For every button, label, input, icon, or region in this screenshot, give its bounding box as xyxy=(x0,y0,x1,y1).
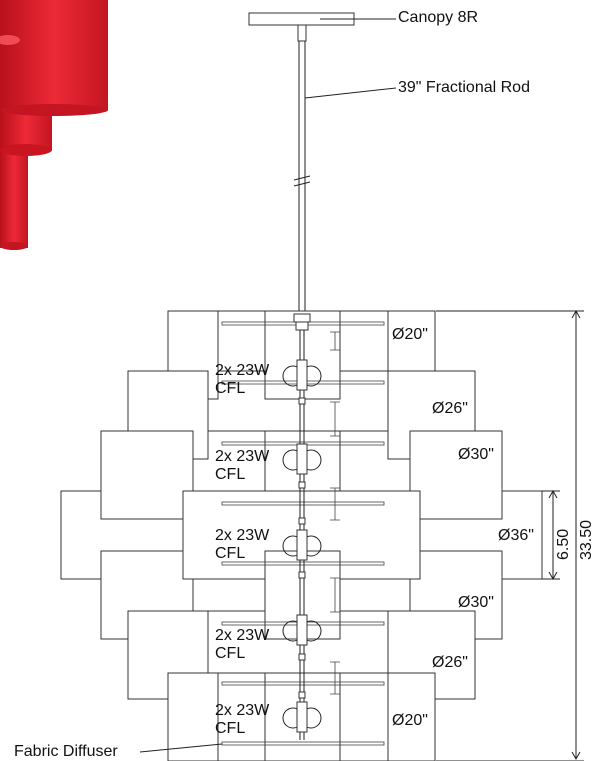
lamp-wattage: 2x 23W xyxy=(215,527,270,544)
dimension-6-50 xyxy=(542,489,560,581)
diameter-36: Ø36" xyxy=(498,527,534,544)
fabric-diffuser xyxy=(221,741,385,746)
lamp-type: CFL xyxy=(215,380,246,397)
height-middle-label: 6.50 xyxy=(555,528,572,560)
lamp-wattage: 2x 23W xyxy=(215,362,270,379)
lamp-wattage: 2x 23W xyxy=(215,627,270,644)
lamp-label-5: 2x 23W CFL xyxy=(215,702,269,738)
diffuser-label: Fabric Diffuser xyxy=(14,743,118,760)
lamp-label-2: 2x 23W CFL xyxy=(215,448,269,484)
lamp-type: CFL xyxy=(215,466,246,483)
internal-dimension-marks xyxy=(330,331,340,695)
lamp-type: CFL xyxy=(215,545,246,562)
diameter-30-top: Ø30" xyxy=(458,446,494,463)
rod-label: 39" Fractional Rod xyxy=(398,79,530,96)
diameter-20-bottom: Ø20" xyxy=(392,712,428,729)
lamp-type: CFL xyxy=(215,645,246,662)
center-stem xyxy=(282,313,322,740)
diameter-30-bottom: Ø30" xyxy=(458,594,494,611)
lamp-label-3: 2x 23W CFL xyxy=(215,527,269,563)
red-shade-thumbnail xyxy=(0,0,108,250)
lamp-label-4: 2x 23W CFL xyxy=(215,627,269,663)
diameter-20-top: Ø20" xyxy=(392,326,428,343)
fractional-rod xyxy=(293,24,397,315)
diameter-26-bottom: Ø26" xyxy=(432,654,468,671)
shade-outlines xyxy=(60,310,543,761)
dimension-33-50 xyxy=(436,309,584,761)
diameter-26-top: Ø26" xyxy=(432,400,468,417)
lamp-label-1: 2x 23W CFL xyxy=(215,362,269,398)
lamp-wattage: 2x 23W xyxy=(215,448,270,465)
lamp-wattage: 2x 23W xyxy=(215,702,270,719)
canopy-label: Canopy 8R xyxy=(398,9,479,26)
lamp-type: CFL xyxy=(215,720,246,737)
height-total-label: 33.50 xyxy=(578,519,594,560)
